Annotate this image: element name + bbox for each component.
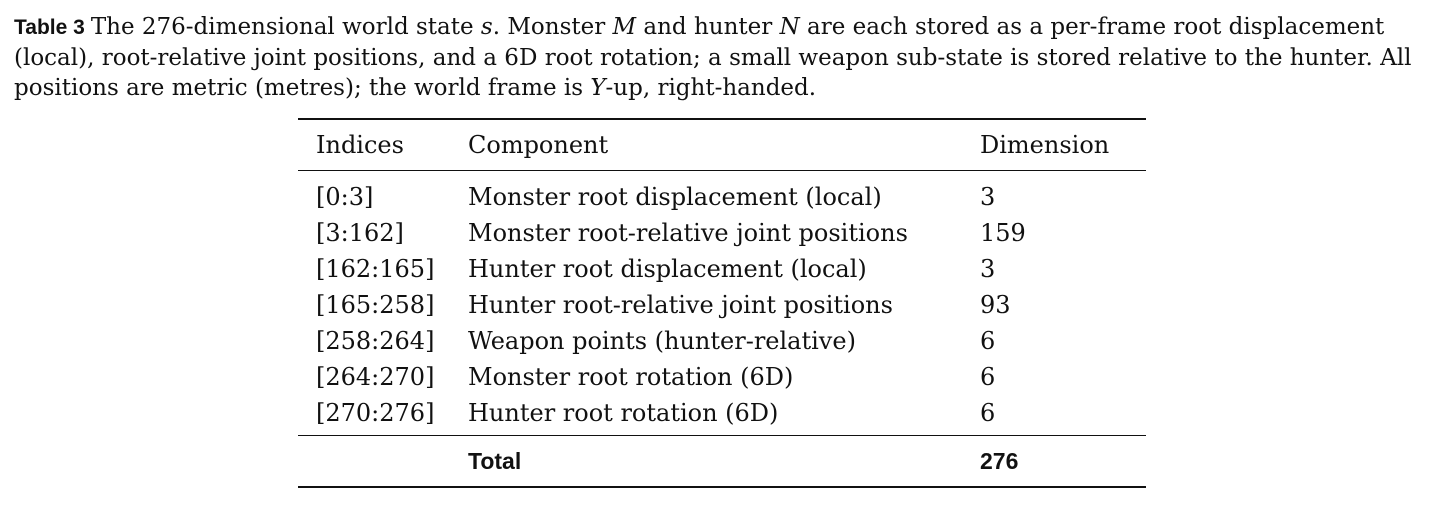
state-table-container: Indices Component Dimension [0:3] Monste… xyxy=(298,118,1146,488)
caption-text-3: and hunter xyxy=(636,14,780,40)
cell-dimension: 6 xyxy=(980,399,996,427)
cell-component: Weapon points (hunter-relative) xyxy=(468,327,856,355)
world-state-table: Indices Component Dimension [0:3] Monste… xyxy=(298,118,1146,488)
caption-var-y: Y xyxy=(590,75,606,101)
table-row: [258:264] Weapon points (hunter-relative… xyxy=(298,323,1146,359)
cell-indices: [165:258] xyxy=(316,291,435,319)
cell-component: Hunter root rotation (6D) xyxy=(468,399,779,427)
caption-text-4: are each stored as a per-frame root disp… xyxy=(14,14,1412,101)
table-row: [270:276] Hunter root rotation (6D) 6 xyxy=(298,395,1146,436)
table-row: [162:165] Hunter root displacement (loca… xyxy=(298,251,1146,287)
cell-dimension: 6 xyxy=(980,327,996,355)
table-total-row: Total 276 xyxy=(298,435,1146,488)
caption-text-5: -up, right-handed. xyxy=(605,75,817,101)
cell-component: Monster root-relative joint positions xyxy=(468,219,908,247)
cell-indices: [0:3] xyxy=(316,183,374,211)
cell-indices: [3:162] xyxy=(316,219,404,247)
total-indices xyxy=(298,435,468,488)
total-label: Total xyxy=(468,435,980,488)
header-indices: Indices xyxy=(298,118,468,171)
caption-text-2: . Monster xyxy=(492,14,613,40)
table-header-row: Indices Component Dimension xyxy=(298,118,1146,171)
table-row: [264:270] Monster root rotation (6D) 6 xyxy=(298,359,1146,395)
header-component: Component xyxy=(468,118,980,171)
cell-component: Monster root displacement (local) xyxy=(468,183,882,211)
header-dimension: Dimension xyxy=(980,118,1146,171)
cell-component: Hunter root displacement (local) xyxy=(468,255,867,283)
cell-indices: [264:270] xyxy=(316,363,435,391)
table-row: [165:258] Hunter root-relative joint pos… xyxy=(298,287,1146,323)
caption-var-m: M xyxy=(612,14,637,40)
table-row: [0:3] Monster root displacement (local) … xyxy=(298,171,1146,216)
table-row: [3:162] Monster root-relative joint posi… xyxy=(298,215,1146,251)
caption-var-n: N xyxy=(779,14,800,40)
cell-component: Hunter root-relative joint positions xyxy=(468,291,893,319)
cell-dimension: 3 xyxy=(980,183,996,211)
cell-indices: [162:165] xyxy=(316,255,435,283)
cell-indices: [258:264] xyxy=(316,327,435,355)
total-dimension: 276 xyxy=(980,435,1146,488)
caption-text-1: The 276-dimensional world state xyxy=(90,14,481,40)
table-label: Table 3 xyxy=(14,16,85,39)
caption-var-s: s xyxy=(480,14,493,40)
cell-dimension: 3 xyxy=(980,255,996,283)
cell-dimension: 6 xyxy=(980,363,996,391)
cell-dimension: 93 xyxy=(980,291,1011,319)
cell-dimension: 159 xyxy=(980,219,1026,247)
cell-indices: [270:276] xyxy=(316,399,435,427)
cell-component: Monster root rotation (6D) xyxy=(468,363,794,391)
